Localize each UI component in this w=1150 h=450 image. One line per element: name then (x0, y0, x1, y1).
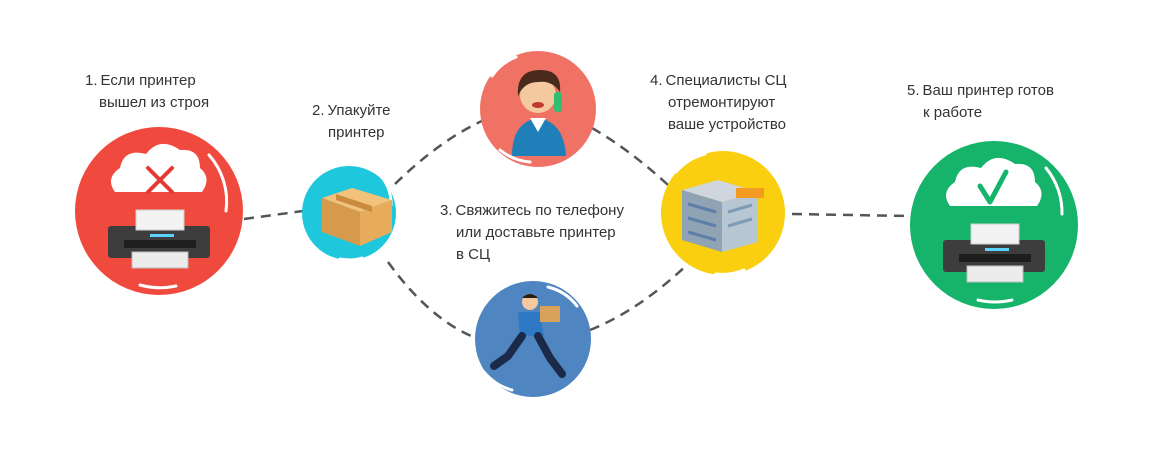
step-line: Ваш принтер готов (922, 82, 1054, 99)
step-line: Упакуйте (327, 102, 391, 119)
step-line: к работе (923, 104, 983, 121)
connector-3b-4 (589, 261, 691, 332)
step-2-circle (302, 86, 396, 262)
operator-on-phone-icon (512, 70, 566, 156)
step-number: 5. (907, 82, 920, 99)
broken-printer-cloud-icon (108, 143, 210, 269)
step-number: 4. (650, 72, 663, 89)
step-2-label: 2.Упакуйте принтер (312, 100, 391, 144)
connector-3a-4 (591, 126, 669, 186)
step-line: Специалисты СЦ (665, 72, 787, 89)
step-5-label: 5.Ваш принтер готов к работе (907, 80, 1054, 124)
connector-2-3a (394, 118, 485, 185)
step-3-courier-circle (475, 281, 591, 397)
step-line: принтер (328, 124, 385, 141)
step-number: 2. (312, 102, 325, 119)
step-line: Если принтер (100, 72, 196, 89)
courier-running-icon (490, 294, 566, 378)
step-line: ваше устройство (668, 116, 786, 133)
connector-1-2 (243, 209, 304, 221)
step-line: отремонтируют (668, 94, 776, 111)
service-center-building-icon (682, 180, 764, 252)
cardboard-box-icon (322, 86, 392, 246)
connectors (243, 118, 911, 340)
step-line: в СЦ (456, 246, 491, 263)
step-3-phone-circle (480, 51, 596, 167)
step-line: или доставьте принтер (456, 224, 616, 241)
connector-4-5 (791, 212, 911, 218)
step-number: 1. (85, 72, 98, 89)
step-3-label: 3.Свяжитесь по телефону или доставьте пр… (440, 200, 624, 266)
step-5-circle (910, 141, 1078, 309)
working-printer-cloud-icon (943, 157, 1045, 283)
step-4-label: 4.Специалисты СЦ отремонтируют ваше устр… (650, 70, 787, 136)
connector-2-3b (386, 261, 477, 340)
step-line: вышел из строя (99, 94, 210, 111)
step-line: Свяжитесь по телефону (455, 202, 624, 219)
step-4-circle (661, 151, 785, 276)
step-number: 3. (440, 202, 453, 219)
step-1-label: 1.Если принтер вышел из строя (85, 70, 209, 114)
step-1-circle (75, 127, 243, 295)
